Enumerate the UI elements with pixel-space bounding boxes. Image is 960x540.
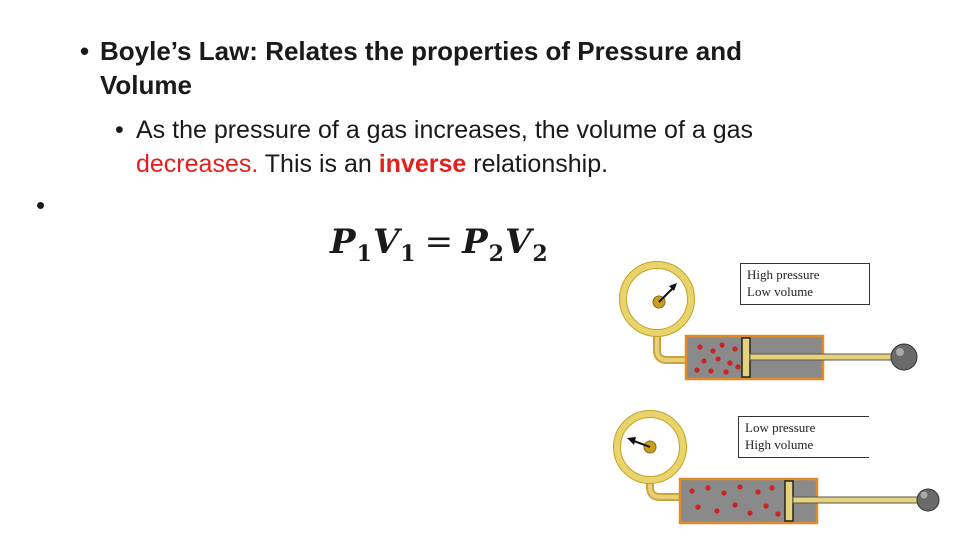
- high-pressure-label: High pressure Low volume: [740, 263, 870, 305]
- eq-p2-sub: 2: [488, 241, 505, 267]
- text-decreases: decreases.: [136, 150, 259, 178]
- molecule: [721, 490, 727, 496]
- molecule: [755, 489, 761, 495]
- molecule: [735, 364, 741, 370]
- gauge-needle-arrow: [627, 437, 636, 445]
- boyles-law-diagram: [613, 261, 940, 525]
- pressure-gauge-rim: [613, 410, 687, 484]
- molecule: [708, 368, 714, 374]
- label-line: High volume: [745, 437, 814, 452]
- eq-v2-sub: 2: [532, 241, 549, 267]
- empty-bullet: •: [36, 190, 46, 220]
- low-pressure-assembly: [613, 410, 940, 525]
- label-line: Low volume: [747, 284, 814, 299]
- piston-plate: [741, 337, 751, 378]
- gauge-tube: [653, 335, 688, 364]
- eq-p1: P: [330, 222, 357, 262]
- molecule: [715, 356, 721, 362]
- bullet-text: Boyle’s Law: Relates the properties of P…: [100, 36, 743, 100]
- text-part: This is an: [258, 150, 379, 178]
- text-part: As the pressure of a gas increases, the …: [136, 116, 754, 144]
- piston-knob: [890, 343, 918, 371]
- gauge-needle-arrow: [669, 283, 677, 291]
- text-inverse: inverse: [378, 150, 467, 178]
- boyles-equation: P1V1=P2V2: [330, 220, 549, 276]
- bullet-marker: •: [80, 36, 90, 66]
- bullet-pressure-volume: • As the pressure of a gas increases, th…: [115, 113, 855, 181]
- piston-plate: [784, 480, 794, 522]
- low-pressure-label: Low pressure High volume: [738, 416, 869, 458]
- pressure-gauge-rim: [619, 261, 695, 337]
- eq-v1-sub: 1: [400, 241, 417, 267]
- pressure-gauge-rim-inner: [626, 268, 688, 330]
- eq-v2: V: [504, 222, 533, 262]
- molecule: [695, 504, 701, 510]
- piston-rod: [792, 496, 931, 504]
- eq-p2: P: [462, 222, 489, 262]
- molecule: [723, 369, 729, 375]
- molecule: [697, 344, 703, 350]
- piston-rod: [749, 353, 893, 361]
- molecule: [732, 346, 738, 352]
- eq-equals: =: [424, 222, 455, 262]
- molecule: [719, 342, 725, 348]
- molecule: [747, 510, 753, 516]
- molecule: [689, 488, 695, 494]
- bullet-marker: •: [115, 116, 124, 144]
- eq-p1-sub: 1: [356, 241, 373, 267]
- gas-molecules: [689, 484, 781, 517]
- eq-v1: V: [372, 222, 401, 262]
- gauge-tube-highlight: [655, 335, 688, 362]
- molecule: [710, 348, 716, 354]
- text-part: relationship.: [466, 150, 609, 178]
- molecule: [737, 484, 743, 490]
- gas-molecules: [694, 342, 741, 375]
- piston-knob: [916, 488, 940, 512]
- pressure-gauge-rim-inner: [620, 417, 680, 477]
- gauge-needle: [658, 286, 675, 303]
- molecule: [775, 511, 781, 517]
- molecule: [714, 508, 720, 514]
- molecule: [701, 358, 707, 364]
- gauge-needle: [633, 440, 651, 448]
- bullet-text: As the pressure of a gas increases, the …: [115, 113, 855, 181]
- piston-knob-shine: [920, 491, 928, 499]
- label-line: Low pressure: [745, 420, 816, 435]
- molecule: [732, 502, 738, 508]
- piston-knob-shine: [896, 348, 904, 356]
- high-pressure-assembly: [619, 261, 918, 381]
- molecule: [727, 360, 733, 366]
- molecule: [694, 367, 700, 373]
- molecule: [763, 503, 769, 509]
- molecule: [705, 485, 711, 491]
- molecule: [769, 485, 775, 491]
- gauge-tube-highlight: [648, 480, 682, 499]
- bullet-boyles-law: • Boyle’s Law: Relates the properties of…: [80, 34, 840, 102]
- label-line: High pressure: [747, 267, 820, 282]
